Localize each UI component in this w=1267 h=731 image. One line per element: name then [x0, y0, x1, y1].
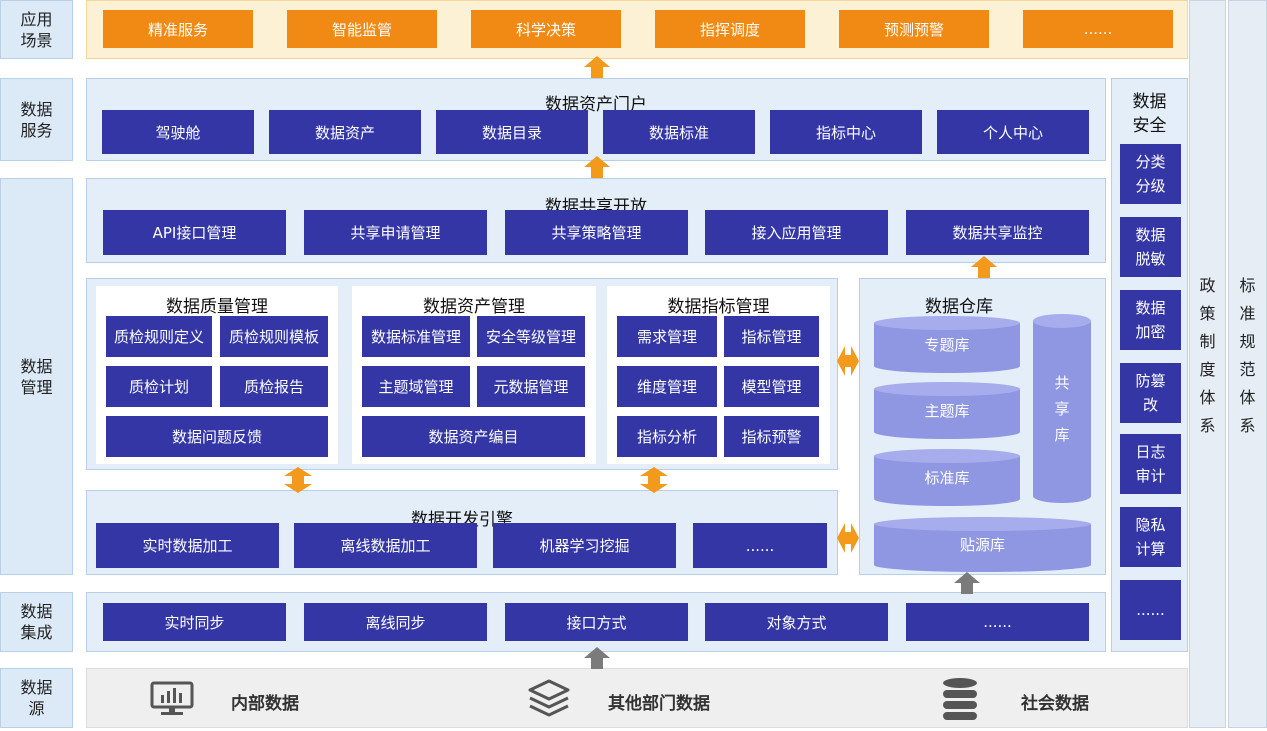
app-scene-item: ......: [1023, 10, 1173, 48]
sharing-item: 数据共享监控: [906, 210, 1089, 255]
database-cylinder: 专题库: [874, 316, 1020, 373]
asset-item: 安全等级管理: [477, 316, 585, 357]
integration-item: 实时同步: [103, 603, 286, 641]
quality-item: 质检计划: [106, 366, 212, 407]
up-arrow-icon: [584, 156, 610, 178]
vertical-double-arrow-icon: [284, 467, 312, 493]
app-scene-item: 指挥调度: [655, 10, 805, 48]
indicator-item: 模型管理: [724, 366, 819, 407]
row-label-data-source: 数据 源: [0, 668, 73, 728]
portal-item: 数据目录: [436, 110, 588, 154]
sharing-item: API接口管理: [103, 210, 286, 255]
database-cylinder: 标准库: [874, 449, 1020, 506]
data-quality-title: 数据质量管理: [166, 297, 268, 317]
standard-column: [1228, 0, 1267, 728]
asset-item: 主题域管理: [362, 366, 470, 407]
up-arrow-icon: [954, 572, 980, 594]
dev-engine-item: ......: [693, 523, 827, 568]
data-asset-portal-panel: [86, 78, 1106, 161]
portal-item: 指标中心: [770, 110, 922, 154]
standard-column-label: 标 准 规 范 体 系: [1239, 276, 1256, 435]
policy-column-label: 政 策 制 度 体 系: [1199, 276, 1216, 435]
database-cylinder: 主题库: [874, 382, 1020, 439]
quality-item: 质检规则模板: [220, 316, 328, 357]
indicator-item: 指标分析: [617, 416, 717, 457]
horizontal-double-arrow-icon: [837, 346, 859, 376]
sharing-item: 共享策略管理: [505, 210, 688, 255]
shared-database-cylinder: 共 享 库: [1033, 314, 1091, 503]
security-item: 隐私 计算: [1120, 507, 1181, 567]
sharing-item: 接入应用管理: [705, 210, 888, 255]
security-item: 分类 分级: [1120, 144, 1181, 204]
sharing-item: 共享申请管理: [304, 210, 487, 255]
integration-item: 离线同步: [304, 603, 487, 641]
up-arrow-icon: [584, 56, 610, 78]
vertical-double-arrow-icon: [640, 467, 668, 493]
data-security-title: 数据 安全: [1132, 92, 1167, 136]
indicator-item: 需求管理: [617, 316, 717, 357]
data-warehouse-title: 数据仓库: [925, 297, 993, 317]
portal-item: 数据标准: [603, 110, 755, 154]
app-scene-item: 精准服务: [103, 10, 253, 48]
dev-engine-item: 机器学习挖掘: [493, 523, 676, 568]
security-item: ......: [1120, 580, 1181, 640]
app-scene-item: 科学决策: [471, 10, 621, 48]
source-label: 其他部门数据: [608, 694, 710, 714]
integration-item: 接口方式: [505, 603, 688, 641]
dev-engine-item: 离线数据加工: [294, 523, 477, 568]
row-label-data-service: 数据 服务: [0, 78, 73, 161]
security-item: 防篡 改: [1120, 363, 1181, 423]
source-label: 内部数据: [231, 694, 299, 714]
database-icon: [943, 678, 977, 720]
asset-item-wide: 数据资产编目: [362, 416, 585, 457]
row-label-app-scene: 应用 场景: [0, 0, 73, 59]
security-item: 数据 加密: [1120, 290, 1181, 350]
data-asset-title: 数据资产管理: [423, 297, 525, 317]
source-database-cylinder: 贴源库: [874, 517, 1091, 572]
app-scene-band: [86, 0, 1188, 59]
portal-item: 驾驶舱: [102, 110, 254, 154]
quality-item: 质检规则定义: [106, 316, 212, 357]
asset-item: 数据标准管理: [362, 316, 470, 357]
app-scene-item: 预测预警: [839, 10, 989, 48]
layers-icon: [528, 679, 570, 717]
horizontal-double-arrow-icon: [837, 523, 859, 553]
portal-item: 个人中心: [937, 110, 1089, 154]
policy-column: [1189, 0, 1226, 728]
monitor-chart-icon: [150, 681, 194, 715]
up-arrow-icon: [971, 256, 997, 278]
security-item: 日志 审计: [1120, 434, 1181, 494]
data-source-band: [86, 668, 1188, 728]
indicator-item: 指标预警: [724, 416, 819, 457]
row-label-data-management: 数据 管理: [0, 178, 73, 575]
integration-item: 对象方式: [705, 603, 888, 641]
row-label-data-integration: 数据 集成: [0, 592, 73, 652]
quality-item: 质检报告: [220, 366, 328, 407]
up-arrow-icon: [584, 647, 610, 669]
portal-item: 数据资产: [269, 110, 421, 154]
indicator-item: 指标管理: [724, 316, 819, 357]
source-label: 社会数据: [1021, 694, 1089, 714]
data-indicator-title: 数据指标管理: [667, 297, 770, 317]
integration-item: ......: [906, 603, 1089, 641]
dev-engine-item: 实时数据加工: [96, 523, 279, 568]
quality-item-wide: 数据问题反馈: [106, 416, 328, 457]
asset-item: 元数据管理: [477, 366, 585, 407]
app-scene-item: 智能监管: [287, 10, 437, 48]
indicator-item: 维度管理: [617, 366, 717, 407]
security-item: 数据 脱敏: [1120, 217, 1181, 277]
